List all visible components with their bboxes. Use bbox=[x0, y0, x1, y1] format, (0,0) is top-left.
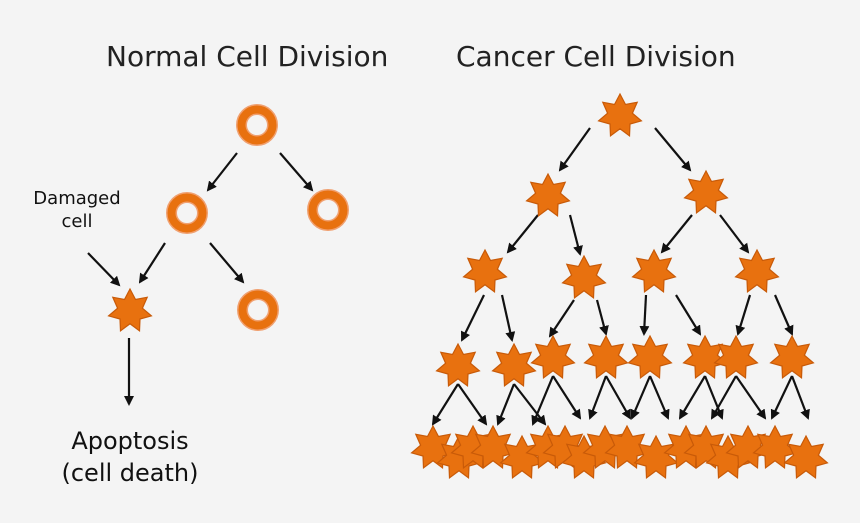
cancer-cell-gen3 bbox=[682, 334, 728, 379]
normal-parent-cell bbox=[236, 104, 278, 146]
cancer-arrow bbox=[711, 375, 737, 420]
cancer-cell-gen3 bbox=[435, 342, 481, 387]
cancer-arrow bbox=[588, 375, 608, 420]
cancer-cell-gen4 bbox=[783, 434, 829, 479]
cancer-arrow bbox=[568, 214, 583, 256]
normal-division-title: Normal Cell Division bbox=[106, 40, 389, 73]
cancer-cell-gen3 bbox=[627, 334, 673, 379]
cancer-arrow bbox=[496, 383, 516, 426]
cancer-cell-gen3 bbox=[769, 334, 815, 379]
cancer-cell-gen2 bbox=[462, 248, 508, 293]
normal-arrow bbox=[206, 152, 238, 192]
cancer-arrow bbox=[595, 299, 609, 336]
cancer-arrow bbox=[500, 294, 516, 342]
cancer-arrow bbox=[639, 294, 650, 336]
cancer-arrow bbox=[506, 214, 539, 254]
cancer-arrow bbox=[735, 294, 752, 336]
cancer-arrow bbox=[648, 375, 670, 420]
cancer-arrow bbox=[675, 294, 702, 336]
cancer-cell-gen2 bbox=[631, 248, 677, 293]
cancer-arrow bbox=[457, 383, 488, 426]
normal-daughter-cell bbox=[307, 189, 349, 231]
apoptosis-label-line2: (cell death) bbox=[61, 459, 199, 488]
cancer-cell-gen4 bbox=[410, 424, 456, 469]
cancer-division-title: Cancer Cell Division bbox=[456, 40, 736, 73]
cancer-arrow bbox=[531, 375, 555, 426]
cancer-arrow bbox=[552, 375, 582, 420]
cancer-cell-gen3 bbox=[530, 334, 576, 379]
cancer-arrow bbox=[678, 375, 706, 420]
cancer-arrow bbox=[431, 383, 459, 426]
cancer-cell-gen4 bbox=[752, 424, 798, 469]
cancer-cell-gen2 bbox=[561, 254, 607, 299]
cancer-cell-gen3 bbox=[491, 342, 537, 387]
cancer-arrow bbox=[660, 214, 693, 254]
cancer-arrow bbox=[790, 375, 810, 420]
cancer-cell-gen1 bbox=[683, 169, 729, 214]
cancer-cell-gen4 bbox=[604, 424, 650, 469]
cancer-arrow bbox=[770, 375, 793, 420]
cancer-cell-gen4 bbox=[470, 424, 516, 469]
damaged-pointer-arrow bbox=[87, 252, 121, 287]
normal-granddaughter-cell bbox=[237, 289, 279, 331]
cancer-cell-gen3 bbox=[713, 334, 759, 379]
normal-daughter-cell-damaged-parent bbox=[166, 192, 208, 234]
cancer-cell-gen3 bbox=[583, 334, 629, 379]
apoptosis-label-line1: Apoptosis bbox=[71, 427, 189, 455]
normal-arrow bbox=[209, 242, 245, 284]
normal-arrow bbox=[138, 242, 166, 284]
cancer-arrow bbox=[719, 214, 750, 254]
damaged-cell-label-line1: Damaged bbox=[33, 188, 121, 209]
cancer-arrow bbox=[773, 294, 794, 336]
cancer-arrow bbox=[461, 294, 485, 342]
cancer-cell-gen2 bbox=[734, 248, 780, 293]
cancer-cell-gen1 bbox=[525, 172, 571, 217]
cancer-cell-root bbox=[597, 92, 643, 137]
cancer-arrow bbox=[654, 127, 692, 172]
cancer-arrow bbox=[558, 127, 591, 172]
damaged-cell-label: Damaged cell bbox=[22, 188, 132, 233]
damaged-cell bbox=[107, 287, 153, 332]
cancer-arrow bbox=[605, 375, 631, 420]
cancer-arrow bbox=[630, 375, 652, 420]
apoptosis-label: Apoptosis (cell death) bbox=[40, 425, 220, 490]
cancer-cell-gen4 bbox=[683, 424, 729, 469]
cancer-arrow bbox=[735, 375, 767, 420]
normal-arrow bbox=[279, 152, 314, 192]
cancer-arrow bbox=[548, 299, 575, 338]
cancer-arrow bbox=[703, 375, 724, 420]
damaged-cell-label-line2: cell bbox=[61, 210, 93, 232]
